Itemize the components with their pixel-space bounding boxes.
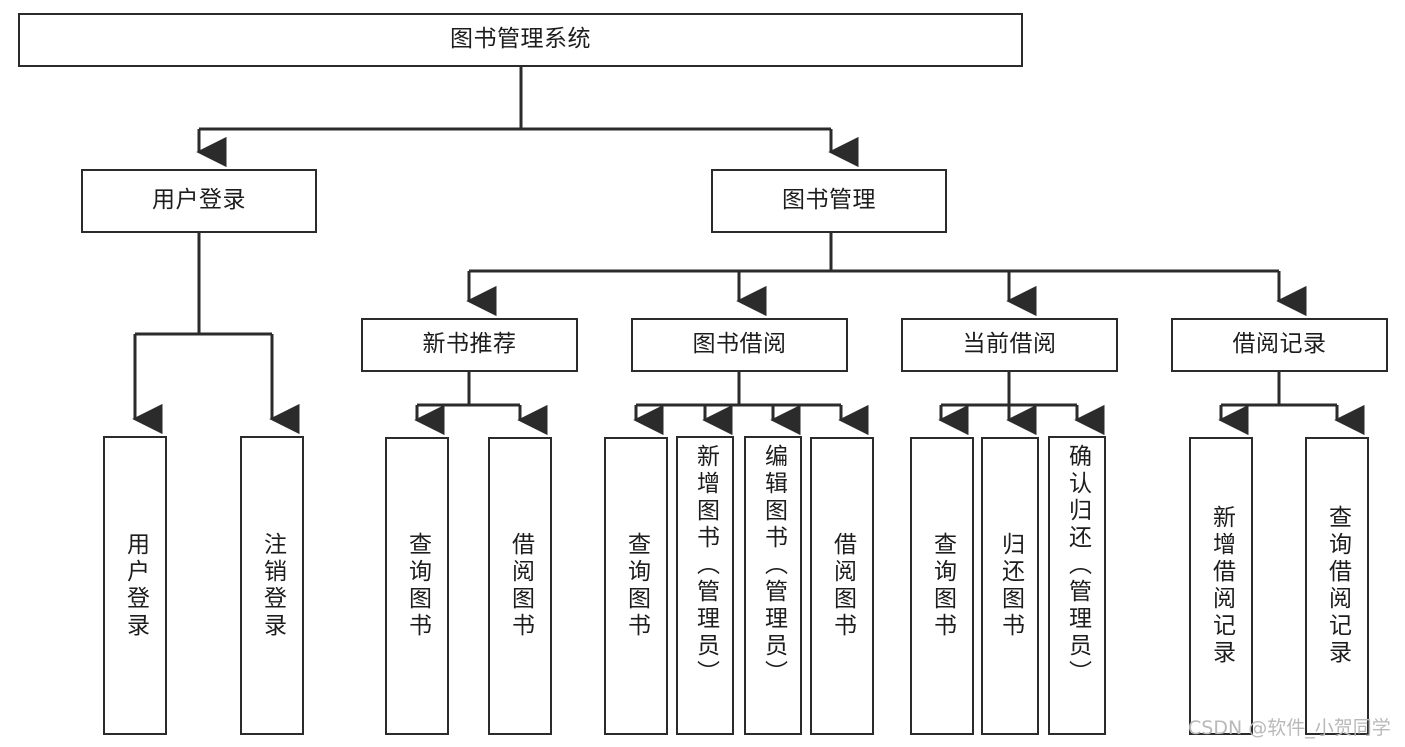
node-label: 新增借阅记录 [1208,505,1235,667]
leaf-query-book-borrow[interactable]: 查询图书 [604,437,668,735]
leaf-query-book-current[interactable]: 查询图书 [910,437,974,735]
node-label: 新增图书（管理员） [692,444,719,687]
node-label: 归还图书 [997,532,1024,640]
node-label: 图书管理 [782,187,876,214]
node-label: 查询借阅记录 [1324,505,1351,667]
leaf-borrow-book-borrow[interactable]: 借阅图书 [810,437,874,735]
node-label: 当前借阅 [962,331,1057,358]
leaf-add-book[interactable]: 新增图书（管理员） [676,436,734,735]
node-root-system[interactable]: 图书管理系统 [18,13,1023,67]
node-label: 借阅图书 [507,532,534,640]
node-label: 新书推荐 [422,331,517,358]
node-book-manage[interactable]: 图书管理 [711,169,947,233]
node-label: 用户登录 [152,187,246,214]
node-borrow-record[interactable]: 借阅记录 [1171,318,1388,372]
leaf-return-book[interactable]: 归还图书 [981,437,1039,735]
node-current-borrow[interactable]: 当前借阅 [901,318,1118,372]
node-label: 编辑图书（管理员） [760,444,787,687]
node-book-borrow[interactable]: 图书借阅 [631,318,848,372]
node-label: 图书管理系统 [450,26,591,53]
node-label: 查询图书 [404,532,431,640]
leaf-confirm-return[interactable]: 确认归还（管理员） [1048,436,1106,735]
leaf-user-login[interactable]: 用户登录 [103,436,167,735]
leaf-logout[interactable]: 注销登录 [240,436,304,735]
node-user-login[interactable]: 用户登录 [81,169,317,233]
node-new-book-recommend[interactable]: 新书推荐 [361,318,578,372]
leaf-query-book-recommend[interactable]: 查询图书 [385,437,449,735]
leaf-query-borrow-record[interactable]: 查询借阅记录 [1305,437,1369,735]
node-label: 图书借阅 [692,331,787,358]
node-label: 借阅记录 [1232,331,1327,358]
node-label: 确认归还（管理员） [1064,444,1091,687]
leaf-add-borrow-record[interactable]: 新增借阅记录 [1189,437,1253,735]
node-label: 查询图书 [929,532,956,640]
watermark: CSDN @软件_小贺同学 [1188,717,1391,739]
leaf-borrow-book-recommend[interactable]: 借阅图书 [488,437,552,735]
node-label: 用户登录 [122,531,149,640]
node-label: 注销登录 [259,531,286,640]
leaf-edit-book[interactable]: 编辑图书（管理员） [744,436,802,735]
node-label: 查询图书 [623,532,650,640]
node-label: 借阅图书 [829,532,856,640]
